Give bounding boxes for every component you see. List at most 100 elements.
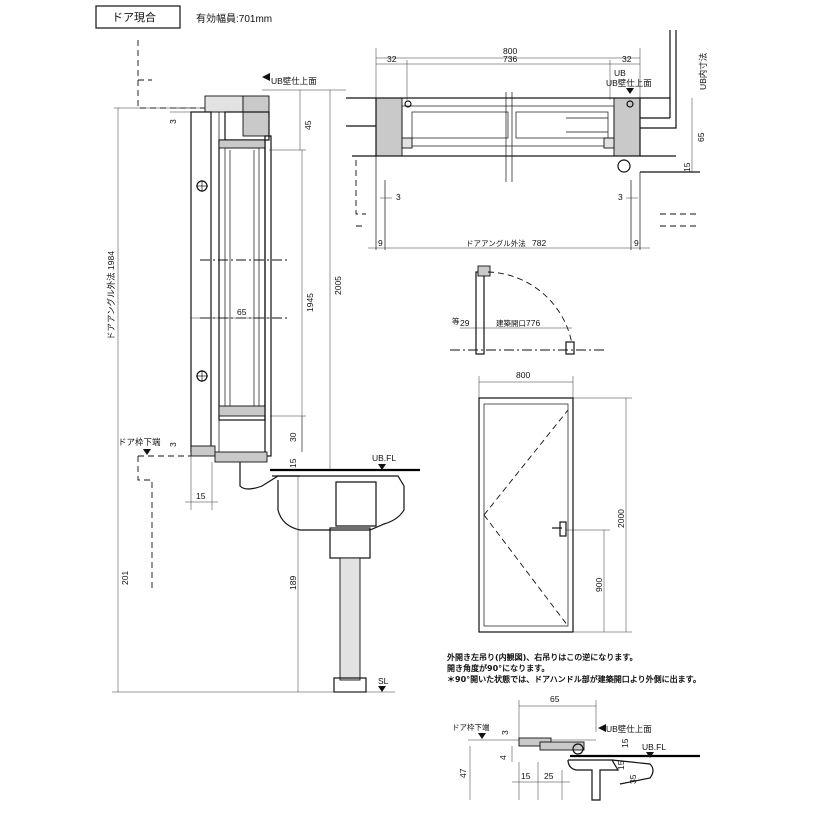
dim-3-plan-right: 3 bbox=[618, 192, 623, 202]
dim-15-vertical: 15 bbox=[288, 458, 298, 468]
upper-wall-outline bbox=[137, 40, 205, 109]
detail-floor-pan bbox=[567, 759, 620, 801]
door-angle-outer-plan-label: ドアアングル外法 bbox=[466, 238, 526, 248]
dim-29: 29 bbox=[460, 318, 470, 328]
plan-view: 800 32 736 32 UB UB壁仕上面 bbox=[346, 30, 708, 250]
notes: 外開き左吊り(内観図)、右吊りはこの逆になります。 開き角度が90°になります。… bbox=[447, 652, 701, 684]
door-frame-bottom-arrow-icon bbox=[143, 449, 151, 455]
ub-wall-top-arrow-icon bbox=[262, 73, 270, 81]
ub-wall-top-plan-label: UB壁仕上面 bbox=[606, 78, 652, 88]
frame-right bbox=[613, 97, 641, 157]
dim-3-plan-left: 3 bbox=[396, 192, 401, 202]
vertical-section: UB壁仕上面 3 45 ドアアングル外法 1984 1945 2005 65 3… bbox=[106, 40, 420, 693]
sl-arrow-icon bbox=[378, 686, 386, 692]
swing-diagram: 等 29 建築開口 776 bbox=[450, 265, 606, 355]
header-block bbox=[204, 95, 244, 113]
door-handle-icon bbox=[559, 521, 567, 537]
header-frame bbox=[242, 95, 270, 137]
dim-2000: 2000 bbox=[616, 509, 626, 528]
door-frame-bottom-label: ドア枠下端 bbox=[118, 437, 161, 447]
ub-wall-top-detail-label: UB壁仕上面 bbox=[606, 724, 652, 734]
dim-15-detail-bottom: 15 bbox=[521, 771, 531, 781]
dim-4-detail: 4 bbox=[498, 755, 508, 760]
dim-776: 776 bbox=[526, 318, 540, 328]
sl-label: SL bbox=[378, 676, 389, 686]
support-leg bbox=[339, 557, 361, 681]
frame-left bbox=[375, 97, 403, 157]
dim-9-right: 9 bbox=[634, 238, 639, 248]
dim-65-detail: 65 bbox=[550, 694, 560, 704]
dim-15-plan: 15 bbox=[682, 162, 692, 172]
dim-65-plan: 65 bbox=[696, 132, 706, 142]
dim-782: 782 bbox=[532, 238, 546, 248]
drain-body bbox=[335, 481, 377, 527]
dim-1945: 1945 bbox=[305, 293, 315, 312]
dim-189: 189 bbox=[288, 576, 298, 590]
door-panel bbox=[218, 139, 266, 421]
threshold bbox=[214, 451, 268, 463]
door-elevation: 800 2000 900 bbox=[478, 370, 632, 633]
dim-800-plan: 800 bbox=[503, 46, 517, 56]
ub-fl-label: UB.FL bbox=[372, 453, 396, 463]
dim-2005: 2005 bbox=[333, 276, 343, 295]
effective-width-label: 有効幅員:701mm bbox=[196, 12, 272, 25]
detail-threshold bbox=[539, 741, 585, 751]
dim-47-detail: 47 bbox=[458, 768, 468, 778]
ub-fl-arrow-icon bbox=[378, 464, 386, 470]
threshold-detail: 65 ドア枠下端 3 UB壁仕上面 15 UB.FL 35 4 47 15 25… bbox=[452, 694, 700, 801]
dim-45: 45 bbox=[303, 120, 313, 130]
opening-width-label: 建築開口 bbox=[496, 318, 526, 328]
door-leaf-outer bbox=[190, 111, 212, 453]
header: ドア現合 有効幅員:701mm bbox=[95, 5, 272, 29]
dim-736: 736 bbox=[503, 54, 517, 64]
floor-edge bbox=[239, 462, 300, 490]
dim-15-detail-top: 15 bbox=[620, 738, 630, 748]
dim-9-left: 9 bbox=[378, 238, 383, 248]
dim-3-detail: 3 bbox=[500, 730, 510, 735]
ub-fl-detail-arrow-icon bbox=[646, 752, 654, 758]
dim-15-detail-mid: 15 bbox=[616, 760, 626, 770]
floor-pan bbox=[272, 475, 405, 531]
door-jamb bbox=[264, 135, 272, 457]
ub-wall-top-plan-arrow-icon bbox=[626, 88, 634, 94]
ub-fl-detail-label: UB.FL bbox=[642, 742, 666, 752]
swing-arc bbox=[487, 271, 573, 345]
ub-inner-label: UB内寸法 bbox=[698, 53, 708, 90]
hinge-plan-icon bbox=[617, 159, 631, 173]
drain-trap bbox=[329, 527, 371, 559]
door-elevation-inner bbox=[483, 403, 569, 627]
door-frame-bottom-detail-arrow-icon bbox=[478, 733, 486, 739]
hinge-bottom-icon bbox=[196, 370, 208, 382]
note-3: ＊90°開いた状態では、ドアハンドル部が建築開口より外側に出ます。 bbox=[447, 674, 701, 684]
note-1: 外開き左吊り(内観図)、右吊りはこの逆になります。 bbox=[447, 652, 638, 662]
dim-3-bottom: 3 bbox=[168, 442, 178, 447]
lower-wall-outline bbox=[137, 455, 191, 590]
door-frame-bottom-detail-label: ドア枠下端 bbox=[452, 722, 490, 732]
ub-wall-top-detail-arrow-icon bbox=[598, 724, 606, 732]
note-2: 開き角度が90°になります。 bbox=[447, 663, 549, 673]
dim-800-elevation: 800 bbox=[516, 370, 530, 380]
dim-900: 900 bbox=[594, 578, 604, 592]
door-leaf-face bbox=[210, 111, 220, 453]
page-title: ドア現合 bbox=[112, 10, 156, 24]
dim-1984-label: ドアアングル外法 1984 bbox=[106, 251, 116, 340]
ub-wall-top-label: UB壁仕上面 bbox=[271, 76, 317, 86]
door-swing-indicator bbox=[483, 409, 569, 627]
swing-small-label: 等 bbox=[452, 316, 460, 326]
dim-25-detail: 25 bbox=[544, 771, 554, 781]
dim-30: 30 bbox=[288, 432, 298, 442]
frame-outline bbox=[375, 97, 641, 157]
dim-201: 201 bbox=[120, 571, 130, 585]
title-box bbox=[95, 5, 181, 29]
dim-65-section: 65 bbox=[237, 307, 247, 317]
ub-plan-prefix: UB bbox=[614, 68, 626, 78]
swing-door-leaf bbox=[475, 271, 485, 355]
dim-32-left: 32 bbox=[387, 54, 397, 64]
dim-35-detail: 35 bbox=[628, 774, 638, 784]
dim-32-right: 32 bbox=[622, 54, 632, 64]
dim-15-horizontal: 15 bbox=[196, 491, 206, 501]
door-elevation-outer bbox=[478, 397, 574, 633]
door-leaf-plan bbox=[401, 105, 615, 147]
dim-3-top: 3 bbox=[168, 119, 178, 124]
